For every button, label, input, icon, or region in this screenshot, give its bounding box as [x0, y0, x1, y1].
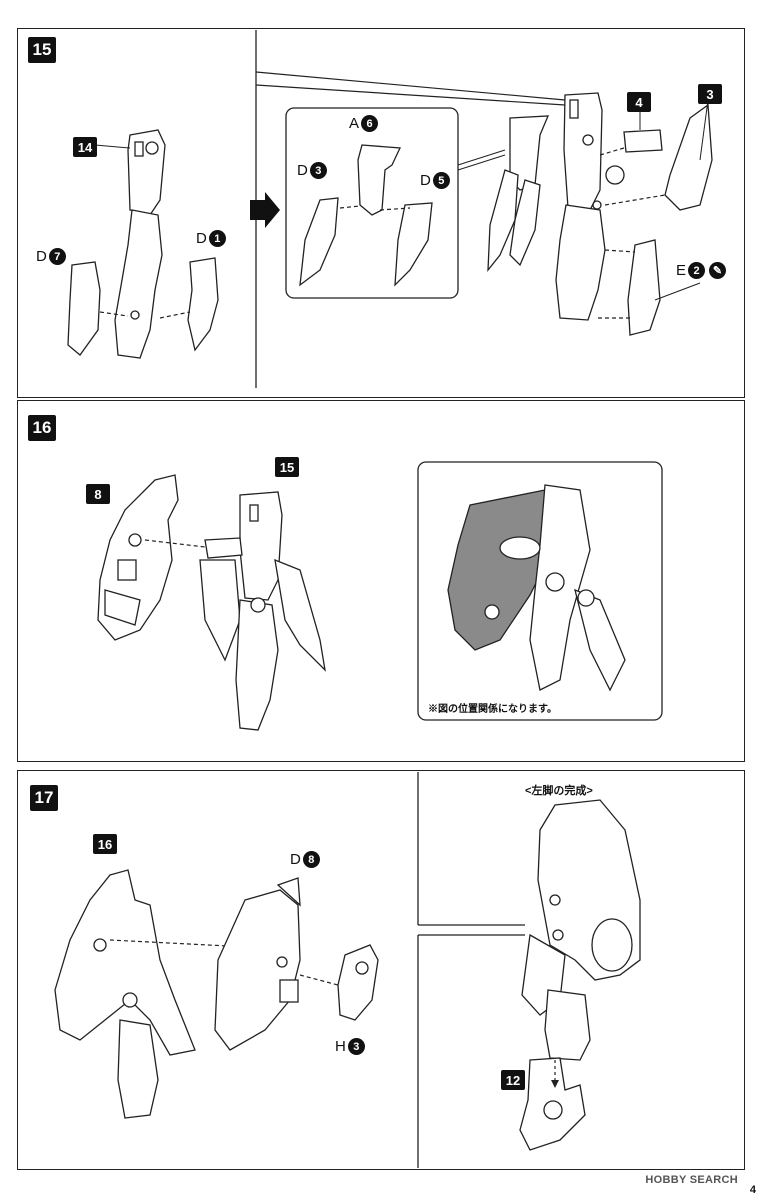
label-d1: D 1 — [196, 230, 226, 247]
part-3-callout: 3 — [698, 84, 722, 104]
label-d5: D 5 — [420, 172, 450, 189]
part-14-callout: 14 — [73, 137, 97, 157]
page-number: 4 — [749, 1184, 756, 1196]
part-12-callout: 12 — [501, 1070, 525, 1090]
cement-icon: ✎ — [709, 262, 727, 279]
step-16-badge: 16 — [28, 415, 56, 441]
label-d3: D 3 — [297, 162, 327, 179]
part-4-callout: 4 — [627, 92, 651, 112]
label-d7: D 7 — [36, 248, 66, 265]
part-16-callout: 16 — [93, 834, 117, 854]
position-note: ※図の位置関係になります。 — [428, 704, 557, 715]
step-17-badge: 17 — [30, 785, 58, 811]
step-15-badge: 15 — [28, 37, 56, 63]
label-e2: E 2 ✎ — [676, 262, 727, 279]
label-h3: H 3 — [335, 1038, 365, 1055]
part-15-callout: 15 — [275, 457, 299, 477]
label-d8: D 8 — [290, 851, 320, 868]
watermark: HOBBY SEARCH — [645, 1174, 738, 1186]
part-8-callout: 8 — [86, 484, 110, 504]
completion-heading: <左脚の完成> — [525, 785, 593, 797]
label-a6: A 6 — [349, 115, 379, 132]
